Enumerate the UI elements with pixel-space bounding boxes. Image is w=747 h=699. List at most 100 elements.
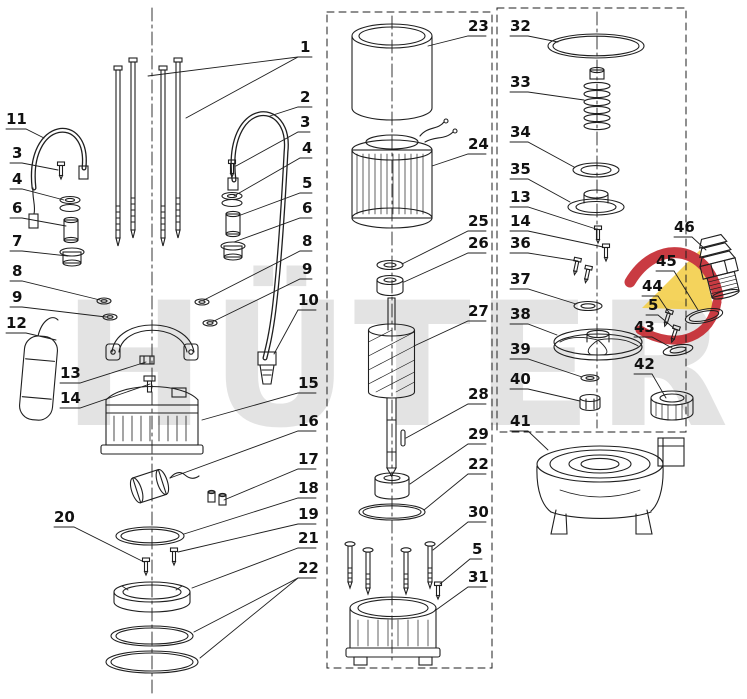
part-screw-19	[169, 547, 179, 566]
callout-label-13-42: 13	[510, 188, 531, 206]
leader-line-17	[223, 468, 317, 501]
leader-line-40	[509, 388, 581, 402]
leader-line-45	[655, 270, 699, 311]
callout-label-29-33: 29	[468, 425, 489, 443]
leader-line-6	[9, 217, 67, 227]
leader-line-29	[409, 443, 487, 485]
callout-label-43-54: 43	[634, 318, 655, 336]
callout-label-20-10: 20	[54, 508, 75, 526]
callout-label-4-14: 4	[302, 139, 313, 157]
leader-line-22	[193, 577, 317, 633]
part-oring-45	[684, 307, 724, 325]
part-bottom-housing-31	[345, 596, 441, 666]
leader-line-21	[191, 547, 317, 589]
leader-line-4	[233, 157, 313, 197]
part-locknut-42	[650, 390, 694, 421]
leader-line-24	[431, 153, 487, 167]
callout-label-2-12: 2	[300, 88, 311, 106]
leader-line-38	[509, 323, 558, 336]
callout-label-8-5: 8	[12, 262, 23, 280]
part-oring-22-mid	[358, 503, 426, 521]
callout-label-34-40: 34	[510, 123, 531, 141]
part-washers-4-left	[59, 195, 81, 213]
part-washer-39	[580, 374, 600, 382]
part-screw-14-right	[601, 243, 611, 262]
group-borders	[151, 7, 687, 695]
part-stator-24	[351, 118, 458, 229]
part-screws-30	[344, 541, 436, 595]
part-sleeve-5-right	[225, 210, 241, 238]
part-volute-41	[536, 437, 685, 535]
part-washers-4-right	[221, 191, 243, 208]
callout-label-3-13: 3	[300, 113, 311, 131]
leader-line-19	[177, 523, 317, 553]
part-impeller-38	[553, 328, 643, 361]
part-screw-3-left	[56, 161, 66, 180]
callout-label-17-22: 17	[298, 450, 319, 468]
leader-line-13	[509, 206, 597, 230]
leader-line-10	[273, 309, 317, 355]
callout-label-39-47: 39	[510, 340, 531, 358]
leader-line-3	[235, 131, 311, 167]
callout-label-23-27: 23	[468, 17, 489, 35]
leader-line-14	[59, 383, 151, 409]
callout-label-35-41: 35	[510, 160, 531, 178]
leader-line-46	[673, 236, 707, 251]
callout-label-22-26: 22	[298, 559, 319, 577]
leader-line-12	[5, 332, 57, 341]
part-bushing-6-right	[220, 241, 246, 261]
callout-label-27-31: 27	[468, 302, 489, 320]
leader-line-41	[509, 430, 549, 451]
part-screw-5-mid	[433, 581, 443, 600]
leader-line-8	[203, 250, 313, 301]
leader-line-31	[435, 586, 487, 611]
callout-label-5-53: 5	[648, 296, 659, 314]
leader-line-18	[183, 497, 317, 535]
leader-line-23	[427, 35, 487, 47]
part-handle	[105, 324, 199, 361]
leader-line-32	[509, 35, 559, 43]
part-nut-40	[579, 393, 601, 412]
leader-line-36	[509, 252, 579, 262]
part-washer-43	[662, 343, 694, 357]
callout-label-40-48: 40	[510, 370, 531, 388]
leader-line-22	[199, 577, 299, 659]
callout-label-44-52: 44	[642, 277, 663, 295]
leader-line-37	[509, 288, 577, 305]
part-cable-11	[28, 127, 89, 229]
leader-line-7	[9, 250, 69, 257]
callout-label-38-46: 38	[510, 305, 531, 323]
part-pin-28	[400, 429, 406, 447]
part-terminal-17	[207, 489, 227, 506]
callout-label-14-9: 14	[60, 389, 81, 407]
leader-line-43	[633, 336, 673, 349]
leader-line-22	[423, 473, 487, 511]
part-plate-21	[113, 581, 191, 613]
callout-label-28-32: 28	[468, 385, 489, 403]
callout-label-6-3: 6	[12, 199, 23, 217]
part-motor-housing-23	[351, 23, 433, 121]
leader-line-6	[233, 217, 313, 243]
leader-line-9	[211, 278, 313, 323]
part-screw-20	[141, 557, 151, 576]
callout-label-22-34: 22	[468, 455, 489, 473]
callout-label-7-4: 7	[12, 232, 23, 250]
part-washer-25	[376, 259, 404, 271]
callout-label-8-17: 8	[302, 232, 313, 250]
callout-label-1-11: 1	[300, 38, 311, 56]
part-capacitor-16	[129, 468, 170, 504]
callout-label-11-0: 11	[6, 110, 27, 128]
callout-label-42-55: 42	[634, 355, 655, 373]
callout-label-13-8: 13	[60, 364, 81, 382]
part-oring-18	[115, 526, 185, 546]
leader-line-2	[269, 106, 313, 117]
callout-label-46-50: 46	[674, 218, 695, 236]
leader-line-1	[147, 56, 299, 77]
leader-line-20	[53, 526, 145, 563]
part-bearing-26	[376, 274, 404, 297]
leader-line-34	[509, 141, 575, 168]
callout-label-5-36: 5	[472, 540, 483, 558]
part-long-bolts-1	[113, 57, 183, 247]
capacitor-wires	[169, 472, 200, 479]
